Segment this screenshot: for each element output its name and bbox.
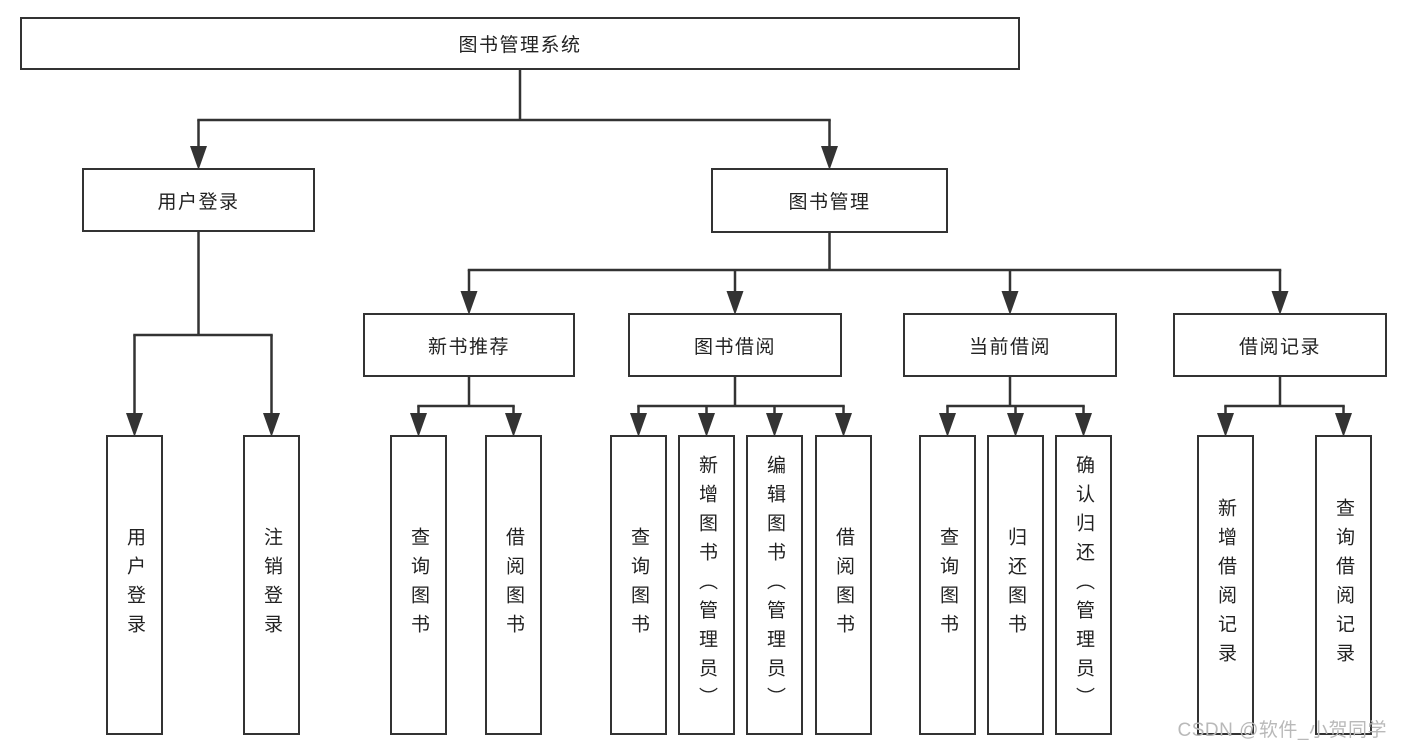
- node-root: 图书管理系统: [20, 17, 1020, 70]
- edge-group-borrow-record: [1217, 376, 1352, 437]
- arrowhead: [835, 413, 852, 437]
- arrowhead: [821, 146, 838, 170]
- edge-group-book-borrow: [630, 376, 852, 437]
- arrowhead: [410, 413, 427, 437]
- node-lf-query-book-1: 查询图书: [390, 435, 447, 735]
- node-label-lf-query-book-3: 查询图书: [937, 527, 958, 643]
- node-lf-query-book-2: 查询图书: [610, 435, 667, 735]
- arrowhead: [190, 146, 207, 170]
- node-label-lf-edit-book: 编辑图书（管理员）: [764, 454, 785, 716]
- node-label-lf-query-book-2: 查询图书: [628, 527, 649, 643]
- node-lf-borrow-book-2: 借阅图书: [815, 435, 872, 735]
- node-user-login: 用户登录: [82, 168, 315, 232]
- arrowhead: [939, 413, 956, 437]
- node-lf-add-book: 新增图书（管理员）: [678, 435, 735, 735]
- node-label-lf-logout: 注销登录: [261, 527, 282, 643]
- arrowhead: [460, 291, 478, 315]
- arrowhead: [1217, 413, 1234, 437]
- node-label-lf-query-record: 查询借阅记录: [1333, 498, 1354, 672]
- edge-group-new-book: [410, 376, 522, 437]
- edge-group-current-borrow: [939, 376, 1092, 437]
- node-book-borrow: 图书借阅: [628, 313, 842, 377]
- node-lf-return-book: 归还图书: [987, 435, 1044, 735]
- edge-group-root: [190, 69, 838, 170]
- node-label-root: 图书管理系统: [458, 35, 582, 56]
- node-borrow-record: 借阅记录: [1173, 313, 1387, 377]
- node-lf-borrow-book-1: 借阅图书: [485, 435, 542, 735]
- node-label-lf-return-book: 归还图书: [1005, 527, 1026, 643]
- node-lf-logout: 注销登录: [243, 435, 300, 735]
- arrowhead: [1075, 413, 1092, 437]
- node-new-book: 新书推荐: [363, 313, 575, 377]
- arrowhead: [505, 413, 522, 437]
- node-label-lf-borrow-book-2: 借阅图书: [833, 527, 854, 643]
- node-current-borrow: 当前借阅: [903, 313, 1117, 377]
- arrowhead: [726, 291, 744, 315]
- node-label-book-borrow: 图书借阅: [693, 336, 776, 358]
- node-lf-query-book-3: 查询图书: [919, 435, 976, 735]
- node-label-lf-add-book: 新增图书（管理员）: [696, 454, 717, 716]
- node-label-lf-user-login: 用户登录: [124, 527, 145, 643]
- node-lf-user-login: 用户登录: [106, 435, 163, 735]
- arrowhead: [1007, 413, 1024, 437]
- node-label-lf-borrow-book-1: 借阅图书: [503, 527, 524, 643]
- edge-group-user-login: [126, 231, 280, 437]
- node-label-user-login: 用户登录: [157, 191, 240, 213]
- arrowhead: [263, 413, 280, 437]
- watermark: CSDN @软件_小贺同学: [1177, 720, 1387, 741]
- node-book-mgmt: 图书管理: [711, 168, 948, 233]
- node-label-current-borrow: 当前借阅: [968, 336, 1051, 358]
- arrowhead: [126, 413, 143, 437]
- node-lf-add-record: 新增借阅记录: [1197, 435, 1254, 735]
- node-label-lf-query-book-1: 查询图书: [408, 527, 429, 643]
- node-label-new-book: 新书推荐: [427, 336, 510, 358]
- node-label-lf-confirm-return: 确认归还（管理员）: [1073, 454, 1094, 716]
- node-label-borrow-record: 借阅记录: [1238, 336, 1321, 358]
- node-lf-query-record: 查询借阅记录: [1315, 435, 1372, 735]
- arrowhead: [1271, 291, 1289, 315]
- arrowhead: [698, 413, 715, 437]
- arrowhead: [1335, 413, 1352, 437]
- arrowhead: [766, 413, 783, 437]
- node-label-book-mgmt: 图书管理: [788, 192, 871, 213]
- node-label-lf-add-record: 新增借阅记录: [1215, 498, 1236, 672]
- edge-group-book-mgmt: [460, 232, 1289, 315]
- arrowhead: [630, 413, 647, 437]
- arrowhead: [1001, 291, 1019, 315]
- node-lf-confirm-return: 确认归还（管理员）: [1055, 435, 1112, 735]
- node-lf-edit-book: 编辑图书（管理员）: [746, 435, 803, 735]
